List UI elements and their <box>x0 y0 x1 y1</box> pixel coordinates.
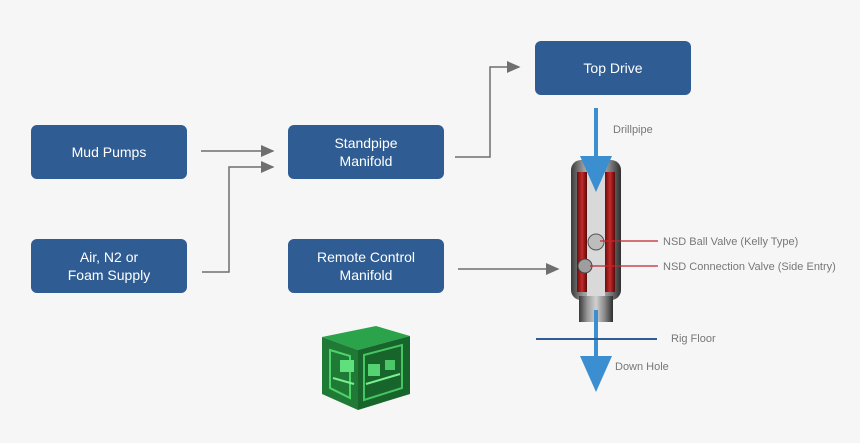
label-connection-valve: NSD Connection Valve (Side Entry) <box>663 261 836 273</box>
label-rig-floor: Rig Floor <box>671 333 716 345</box>
node-remote-control-manifold: Remote Control Manifold <box>288 239 444 293</box>
node-mud-pumps: Mud Pumps <box>31 125 187 179</box>
node-standpipe-manifold: Standpipe Manifold <box>288 125 444 179</box>
connector-air-to-standpipe <box>202 161 275 273</box>
node-top-drive: Top Drive <box>535 41 691 95</box>
manifold-skid-illustration <box>322 326 410 410</box>
node-air-n2-foam-supply: Air, N2 or Foam Supply <box>31 239 187 293</box>
connector-standpipe-to-topdrive <box>455 61 521 158</box>
label-drillpipe: Drillpipe <box>613 124 653 136</box>
label-ball-valve: NSD Ball Valve (Kelly Type) <box>663 236 799 248</box>
label-down-hole: Down Hole <box>615 361 669 373</box>
